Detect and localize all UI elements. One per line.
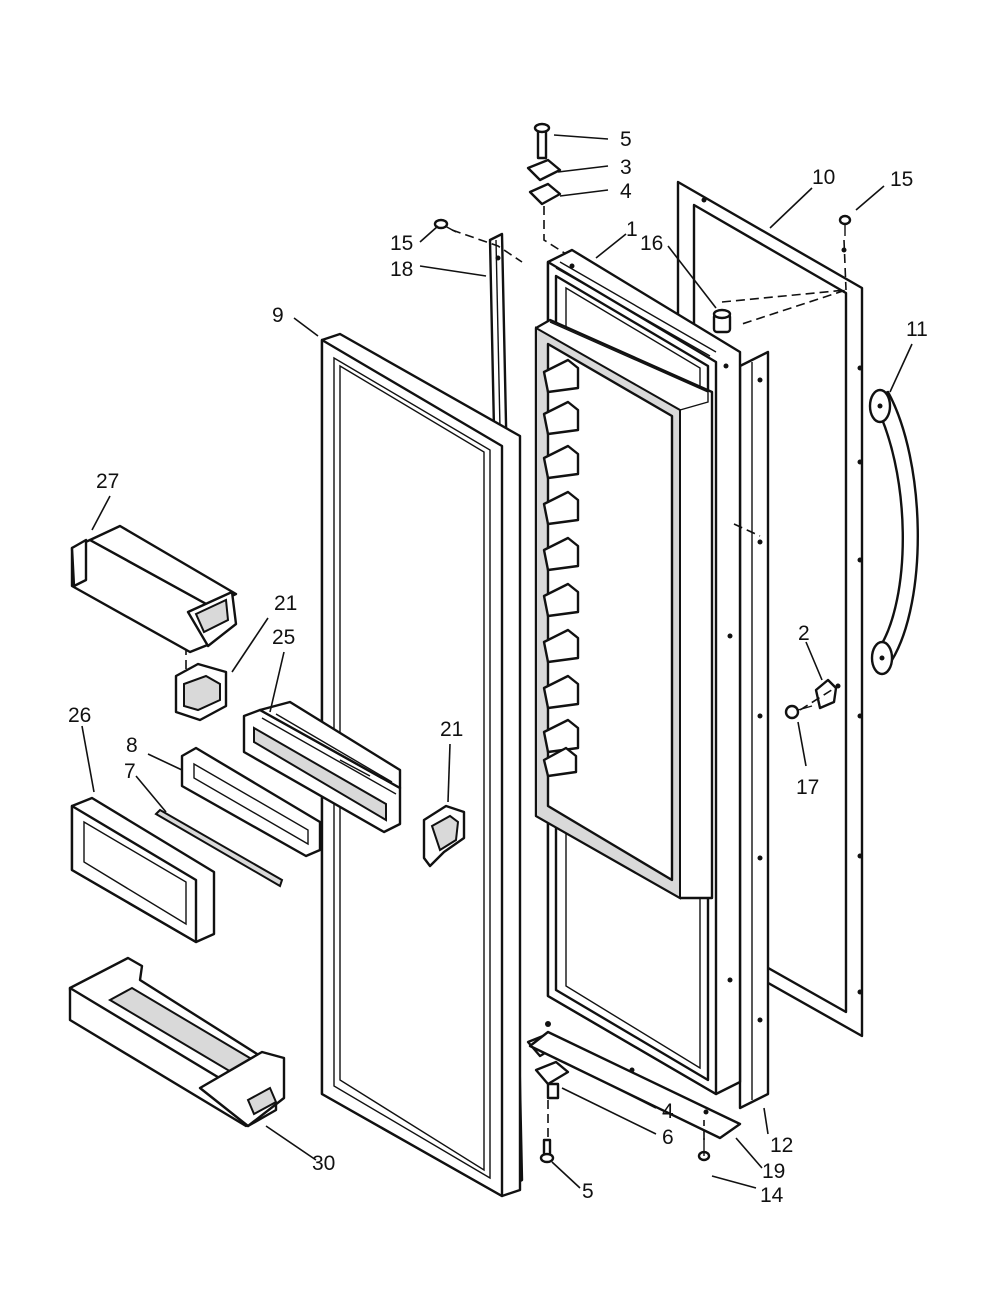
callout-3: 3: [620, 156, 632, 179]
top-hinge-assembly: [526, 122, 562, 206]
callout-15-left: 15: [390, 232, 413, 255]
door-liner: [534, 248, 742, 1096]
callout-27: 27: [96, 470, 119, 493]
callout-9: 9: [272, 304, 284, 327]
dispenser-housing: [242, 700, 402, 834]
callout-26: 26: [68, 704, 91, 727]
callout-15-right: 15: [890, 168, 913, 191]
callout-25: 25: [272, 626, 295, 649]
callout-19: 19: [762, 1160, 785, 1183]
bottom-cover-strip: [528, 1030, 742, 1140]
door-gasket: [320, 332, 522, 1198]
plug-part: [712, 308, 732, 334]
door-shelf-ribs: [542, 358, 580, 778]
callout-5-top: 5: [620, 128, 632, 151]
callout-7: 7: [124, 760, 136, 783]
seal-strip: [154, 808, 284, 888]
callout-5-bottom: 5: [582, 1180, 594, 1203]
callout-12: 12: [770, 1134, 793, 1157]
callout-16: 16: [640, 232, 663, 255]
callout-18: 18: [390, 258, 413, 281]
bin-bracket-mid: [422, 804, 466, 868]
callout-4-bottom: 4: [662, 1100, 674, 1123]
callout-11: 11: [906, 318, 928, 341]
callout-17: 17: [796, 776, 819, 799]
callout-21-mid: 21: [440, 718, 463, 741]
door-trim-strip: [738, 350, 770, 1110]
callout-14: 14: [760, 1184, 784, 1207]
callout-4-top: 4: [620, 180, 632, 203]
callout-30: 30: [312, 1152, 335, 1175]
callout-6: 6: [662, 1126, 674, 1149]
window-frame: [180, 746, 322, 858]
bin-bracket-left: [174, 662, 228, 722]
callout-1: 1: [626, 218, 638, 241]
alignment-lines: [185, 206, 847, 1140]
door-bin-lower: [68, 956, 286, 1128]
leader-arrows: [81, 134, 913, 1189]
callout-8: 8: [126, 734, 138, 757]
callout-labels: 5 3 4 10 15 15 1 18 16 9 11 27 21 25 2 2…: [68, 128, 928, 1207]
door-bin-upper: [70, 524, 238, 654]
callout-2: 2: [798, 622, 810, 645]
callout-10: 10: [812, 166, 835, 189]
screw-15-right: [838, 214, 852, 236]
door-bin-middle: [70, 796, 216, 944]
callout-21-left: 21: [274, 592, 297, 615]
screw-14: [697, 1138, 711, 1162]
door-handle: [868, 388, 919, 676]
